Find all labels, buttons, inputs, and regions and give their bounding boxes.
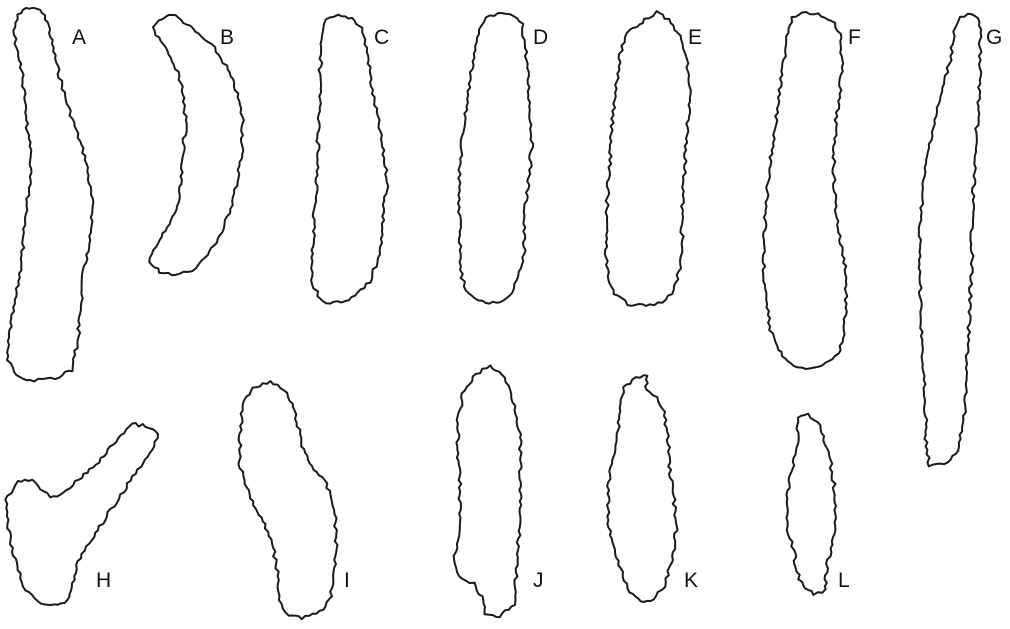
outline-g [919,14,982,467]
label-k: K [684,569,698,592]
outline-k [607,375,677,602]
label-f: F [848,26,861,49]
label-a: A [72,26,86,49]
label-i: I [344,569,350,592]
label-c: C [374,26,389,49]
label-d: D [533,26,548,49]
outline-f [763,12,848,369]
label-l: L [838,569,850,592]
outline-h [5,423,158,605]
label-j: J [533,569,544,592]
label-h: H [96,569,111,592]
outline-c [311,15,388,304]
label-g: G [986,26,1002,49]
outline-d [458,13,533,304]
label-b: B [220,26,234,49]
outline-a [7,8,94,382]
outline-b [149,15,244,275]
outline-j [454,365,522,617]
label-e: E [688,26,702,49]
outline-l [787,414,837,595]
outline-i [238,381,337,619]
outline-e [605,11,691,306]
